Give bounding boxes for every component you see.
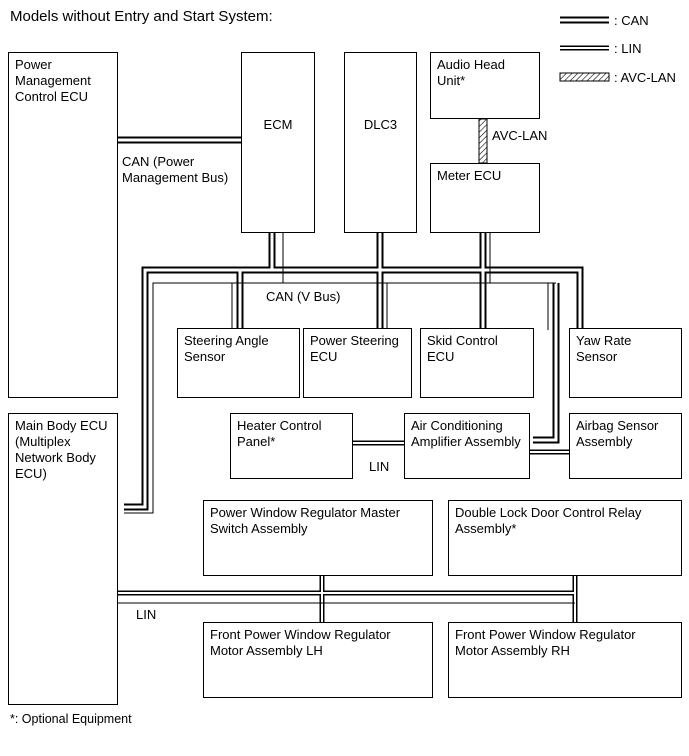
avc-lan-label: AVC-LAN <box>492 128 548 143</box>
double-lock-door-control-relay: Double Lock Door Control Relay Assembly* <box>448 500 682 576</box>
can-v-bus-wire <box>124 232 584 514</box>
power-steering-ecu: Power Steering ECU <box>303 328 412 398</box>
legend-can-label: : CAN <box>614 13 649 28</box>
front-power-window-motor-rh: Front Power Window Regulator Motor Assem… <box>448 622 682 698</box>
lin-window-wire <box>118 575 578 625</box>
legend-lin-label: : LIN <box>614 41 642 56</box>
diagram-title: Models without Entry and Start System: <box>10 8 273 25</box>
can-power-management-bus-label: CAN (Power Management Bus) <box>122 154 229 185</box>
ecm: ECM <box>241 52 315 233</box>
yaw-rate-sensor: Yaw Rate Sensor <box>569 328 682 398</box>
lin-window-label: LIN <box>136 607 157 622</box>
dlc3: DLC3 <box>344 52 417 233</box>
main-body-ecu: Main Body ECU (Multiplex Network Body EC… <box>8 413 118 705</box>
dlc3-label: DLC3 <box>363 117 398 132</box>
front-power-window-motor-lh: Front Power Window Regulator Motor Assem… <box>203 622 433 698</box>
steering-angle-sensor: Steering Angle Sensor <box>177 328 300 398</box>
avc-lan-wire <box>478 118 488 164</box>
legend-avc-symbol <box>559 72 610 82</box>
legend-avc-label: : AVC-LAN <box>614 70 676 85</box>
meter-ecu: Meter ECU <box>430 163 540 233</box>
heater-control-panel: Heater Control Panel* <box>230 413 353 479</box>
footnote: *: Optional Equipment <box>10 712 132 726</box>
lin-heater-label: LIN <box>369 459 390 474</box>
airbag-sensor-assembly: Airbag Sensor Assembly <box>569 413 682 479</box>
power-window-master-switch: Power Window Regulator Master Switch Ass… <box>203 500 433 576</box>
skid-control-ecu: Skid Control ECU <box>420 328 534 398</box>
ecm-label: ECM <box>263 117 293 132</box>
lin-heater-wire <box>352 440 572 455</box>
air-conditioning-amplifier: Air Conditioning Amplifier Assembly <box>404 413 530 479</box>
can-v-bus-label: CAN (V Bus) <box>264 289 343 305</box>
power-management-control-ecu: Power Management Control ECU <box>8 52 118 398</box>
audio-head-unit: Audio Head Unit* <box>430 52 540 119</box>
